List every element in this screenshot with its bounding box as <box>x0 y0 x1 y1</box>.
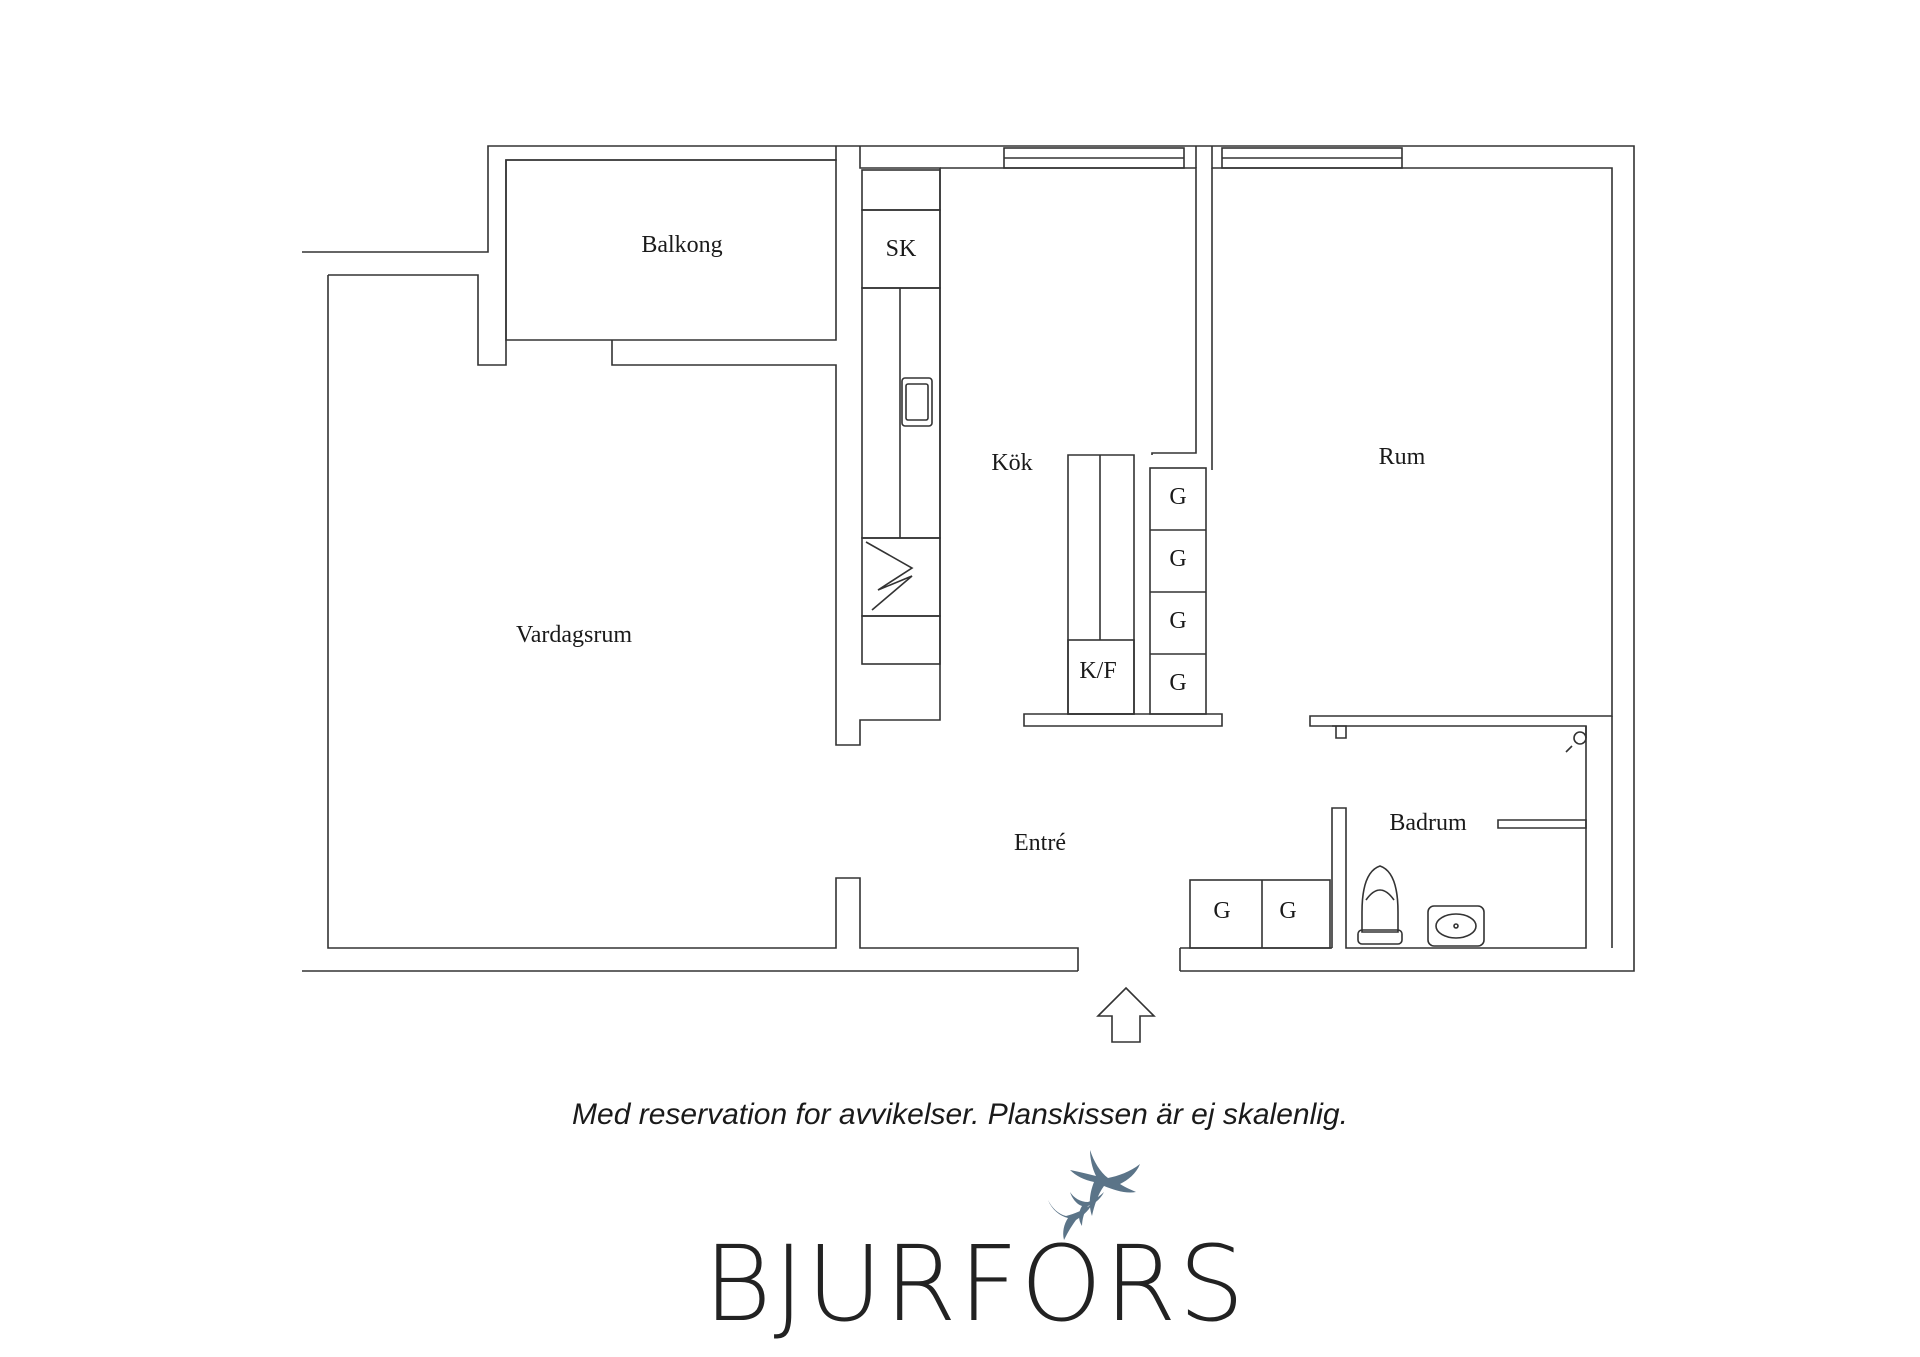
living-room-outline <box>327 275 1079 971</box>
living-room-top <box>611 146 941 746</box>
kitchen-wall <box>940 167 1197 455</box>
sink-icon <box>1427 905 1485 947</box>
label-closet: G <box>1213 898 1230 924</box>
kitchen-counter-top <box>861 169 941 211</box>
entrance-arrow-icon <box>1096 986 1156 1043</box>
sink-basin <box>901 377 933 427</box>
balcony-outline <box>505 159 837 341</box>
bathroom-right-wall <box>1585 716 1613 948</box>
kitchen-right-wall <box>1195 146 1613 739</box>
room-kok: Kök <box>991 450 1032 476</box>
label-closet: G <box>1169 608 1186 634</box>
room-rum: Rum <box>1379 444 1426 470</box>
brand-logo-text: BJURFORS <box>703 1223 1247 1345</box>
wardrobe-column <box>1149 467 1207 715</box>
label-kf: K/F <box>1079 658 1116 684</box>
kitchen-base <box>1023 713 1223 727</box>
kitchen-counter-lower <box>861 615 941 665</box>
bathroom-inner <box>1497 819 1587 829</box>
room-entre: Entré <box>1014 830 1066 856</box>
shower-icon <box>1565 731 1587 753</box>
room-vardagsrum: Vardagsrum <box>516 622 632 648</box>
stove <box>861 537 941 617</box>
disclaimer-text: Med reservation for avvikelser. Planskis… <box>572 1098 1348 1131</box>
room-balkong: Balkong <box>641 232 722 258</box>
stove-icon <box>865 541 914 611</box>
label-sk: SK <box>886 236 917 262</box>
label-closet: G <box>1169 670 1186 696</box>
label-closet: G <box>1169 484 1186 510</box>
outer-wall <box>302 145 1635 972</box>
inner-wall-line <box>328 146 837 366</box>
entrance-wardrobe <box>1189 879 1331 949</box>
entre-bottom <box>1179 947 1332 971</box>
room-badrum: Badrum <box>1389 810 1467 836</box>
toilet-icon <box>1357 865 1403 945</box>
sink-basin-inner <box>905 383 929 421</box>
label-closet: G <box>1279 898 1296 924</box>
birds-logo-icon <box>1048 1150 1140 1240</box>
label-closet: G <box>1169 546 1186 572</box>
